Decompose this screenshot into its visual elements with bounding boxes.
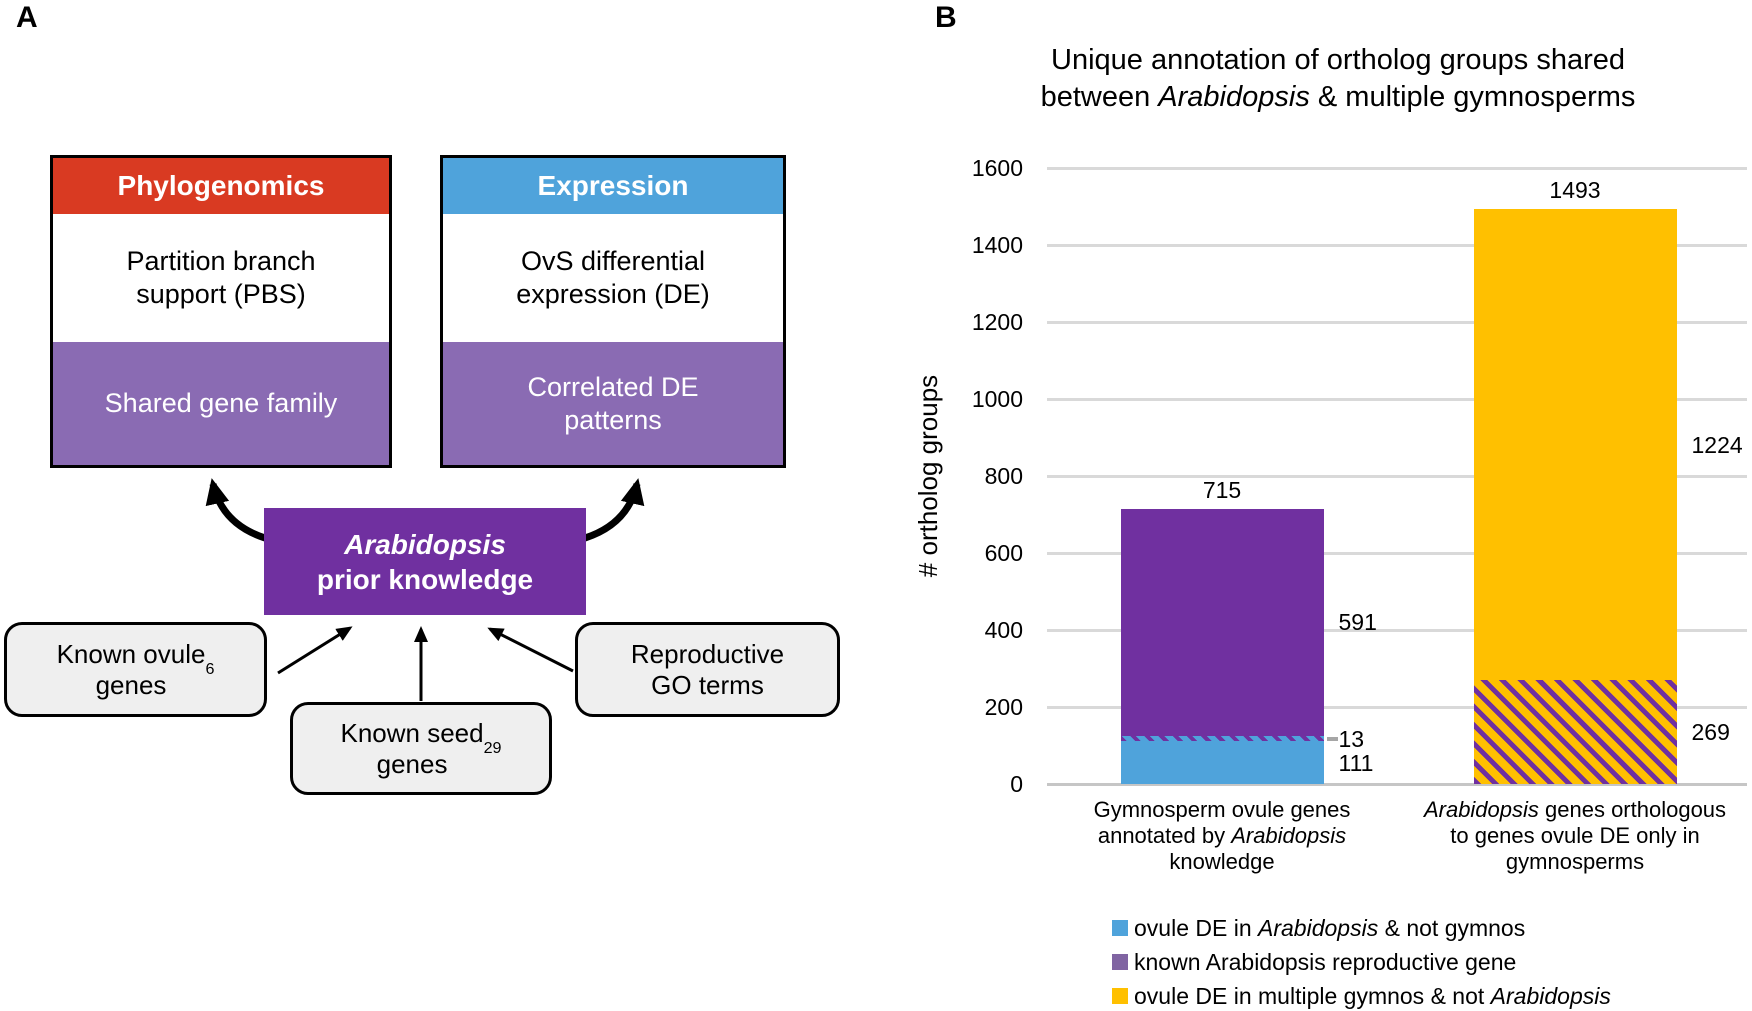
gridline [1047, 782, 1747, 786]
gridline [1047, 474, 1747, 478]
panel-b-label: B [935, 1, 957, 34]
arrow-ovule-to-center [277, 626, 353, 675]
label-leader-dash [1326, 736, 1338, 741]
gridline [1047, 397, 1747, 401]
legend-swatch [1112, 920, 1128, 936]
phylogenomics-header: Phylogenomics [53, 158, 389, 214]
panel-a-label: A [16, 1, 38, 34]
segment-value-label: 591 [1338, 609, 1377, 636]
flow-arrows [205, 478, 645, 701]
segment-value-label: 1224 [1691, 431, 1743, 458]
bar-segment [1120, 741, 1324, 784]
center-box-line1: Arabidopsis [344, 528, 506, 560]
legend-label: ovule DE in Arabidopsis & not gymnos [1134, 915, 1526, 941]
y-axis-title: # ortholog groups [913, 374, 943, 578]
bar-total-label: 715 [1202, 476, 1242, 503]
legend-swatch [1112, 988, 1128, 1004]
ytick-label: 200 [984, 694, 1023, 720]
gridline [1047, 166, 1747, 170]
legend-item: known Arabidopsis reproductive gene [1112, 949, 1516, 975]
center-box-line2: prior knowledge [316, 563, 534, 595]
gridline [1047, 628, 1747, 632]
legend-label: ovule DE in multiple gymnos & not Arabid… [1134, 983, 1611, 1009]
ytick-label: 1600 [971, 155, 1023, 181]
gridline [1047, 705, 1747, 709]
gridline [1047, 243, 1747, 247]
expression-header: Expression [443, 158, 783, 214]
phylogenomics-footer: Shared gene family [53, 342, 389, 465]
ytick-label: 0 [1010, 771, 1023, 797]
legend-item: ovule DE in multiple gymnos & not Arabid… [1112, 983, 1611, 1009]
bar-segment [1120, 736, 1324, 742]
chart-title: Unique annotation of ortholog groups sha… [1040, 44, 1636, 113]
arrow-center-to-expression [583, 478, 645, 542]
arrow-goterms-to-center [487, 627, 574, 673]
legend-swatch [1112, 954, 1128, 970]
arabidopsis-prior-knowledge-box: Arabidopsis prior knowledge [264, 508, 586, 615]
segment-value-label: 13 [1338, 725, 1365, 752]
bar-total-label: 1493 [1549, 177, 1601, 204]
segment-value-label: 111 [1338, 749, 1374, 776]
ytick-label: 1400 [971, 232, 1023, 258]
bar-segment [1120, 508, 1324, 737]
arrow-center-to-phylogenomics [205, 478, 267, 542]
segment-value-label: 269 [1691, 719, 1730, 746]
gridline [1047, 320, 1747, 324]
legend-label: known Arabidopsis reproductive gene [1134, 949, 1517, 975]
bar-segment [1473, 209, 1677, 681]
gridline [1047, 551, 1747, 555]
legend-item: ovule DE in Arabidopsis & not gymnos [1112, 915, 1525, 941]
bar-segment [1473, 680, 1677, 784]
